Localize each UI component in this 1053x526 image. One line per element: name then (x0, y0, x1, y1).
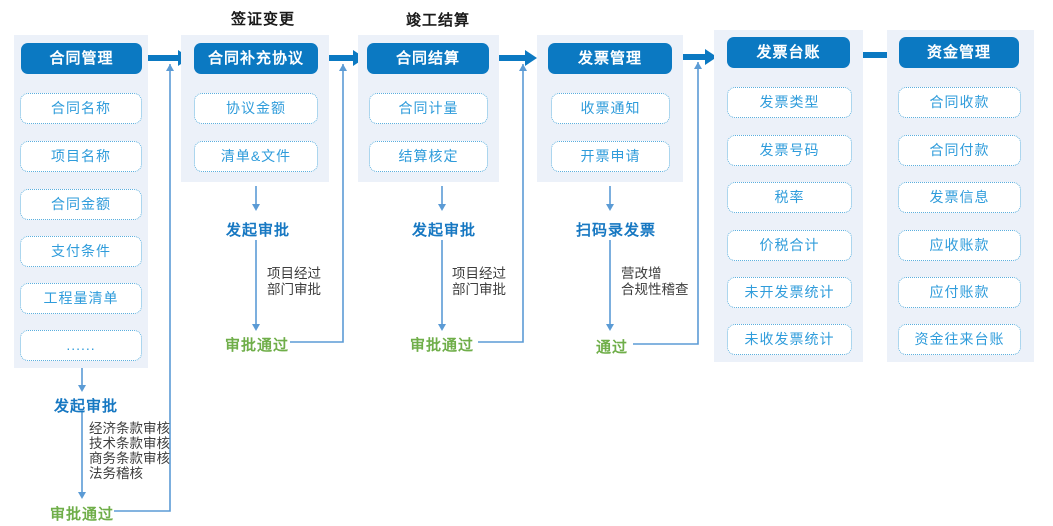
item-box: 发票类型 (727, 87, 852, 118)
note-line: 技术条款审核 (89, 436, 170, 451)
item-box: 合同金额 (20, 189, 142, 220)
result-label-passed: 通过 (595, 339, 629, 356)
approval-steps-note: 项目经过 部门审批 (267, 266, 321, 298)
stage-label-visa-change: 签证变更 (231, 11, 296, 28)
item-box: 合同计量 (369, 93, 488, 124)
header-contract-supplement: 合同补充协议 (194, 43, 318, 74)
item-box: 支付条件 (20, 236, 142, 267)
action-label-scan-invoice: 扫码录发票 (575, 222, 657, 239)
header-contract-management: 合同管理 (21, 43, 142, 74)
item-box: ...... (20, 330, 142, 361)
item-box: 协议金额 (194, 93, 318, 124)
result-label-approved: 审批通过 (224, 337, 290, 354)
item-box: 应付账款 (898, 277, 1021, 308)
note-line: 项目经过 (452, 266, 506, 281)
approval-steps-note: 项目经过 部门审批 (452, 266, 506, 298)
note-line: 法务稽核 (89, 466, 143, 481)
item-box: 未开发票统计 (727, 277, 852, 308)
item-box: 税率 (727, 182, 852, 213)
item-box: 收票通知 (551, 93, 670, 124)
item-box: 价税合计 (727, 230, 852, 261)
action-label-start-approval: 发起审批 (411, 222, 477, 239)
note-line: 营改增 (621, 266, 662, 281)
action-label-start-approval: 发起审批 (225, 222, 291, 239)
header-contract-settlement: 合同结算 (367, 43, 489, 74)
item-box: 应收账款 (898, 230, 1021, 261)
header-invoice-management: 发票管理 (548, 43, 672, 74)
note-line: 经济条款审核 (89, 421, 170, 436)
item-box: 项目名称 (20, 141, 142, 172)
item-box: 发票信息 (898, 182, 1021, 213)
note-line: 商务条款审核 (89, 451, 170, 466)
item-box: 合同收款 (898, 87, 1021, 118)
approval-steps-note: 营改增 合规性稽查 (621, 266, 689, 298)
item-box: 发票号码 (727, 135, 852, 166)
stage-label-completion-settlement: 竣工结算 (406, 12, 471, 29)
item-box: 开票申请 (551, 141, 670, 172)
item-box: 合同付款 (898, 135, 1021, 166)
item-box: 未收发票统计 (727, 324, 852, 355)
header-funds-management: 资金管理 (899, 37, 1019, 68)
action-label-start-approval: 发起审批 (53, 398, 119, 415)
note-line: 部门审批 (267, 282, 321, 297)
header-invoice-ledger: 发票台账 (727, 37, 850, 68)
item-box: 工程量清单 (20, 283, 142, 314)
item-box: 合同名称 (20, 93, 142, 124)
item-box: 清单&文件 (194, 141, 318, 172)
result-label-approved: 审批通过 (49, 506, 115, 523)
item-box: 结算核定 (369, 141, 488, 172)
note-line: 部门审批 (452, 282, 506, 297)
item-box: 资金往来台账 (898, 324, 1021, 355)
note-line: 项目经过 (267, 266, 321, 281)
note-line: 合规性稽查 (621, 282, 689, 297)
approval-steps-note: 经济条款审核 技术条款审核 商务条款审核 法务稽核 (89, 421, 170, 481)
result-label-approved: 审批通过 (409, 337, 475, 354)
